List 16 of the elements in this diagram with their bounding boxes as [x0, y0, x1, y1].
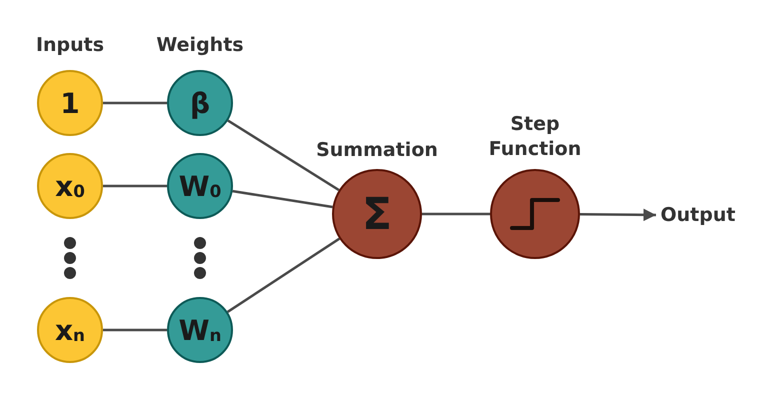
connector-line [226, 238, 340, 313]
connector-line [227, 119, 340, 192]
node-label: β [190, 86, 210, 120]
sigma-symbol: Σ [362, 188, 392, 240]
connector-line [103, 184, 167, 188]
connector-line [103, 102, 167, 104]
node-caption: Summation [315, 138, 439, 163]
node-caption: Step Function [488, 112, 582, 162]
node-label: 1 [60, 86, 80, 120]
column-heading: Weights [155, 33, 245, 58]
output-label: Output [656, 202, 740, 228]
arrow [580, 208, 656, 222]
connector-line [422, 212, 490, 216]
connector-line [103, 328, 167, 332]
connector-line [232, 190, 333, 208]
column-heading: Inputs [34, 33, 106, 58]
